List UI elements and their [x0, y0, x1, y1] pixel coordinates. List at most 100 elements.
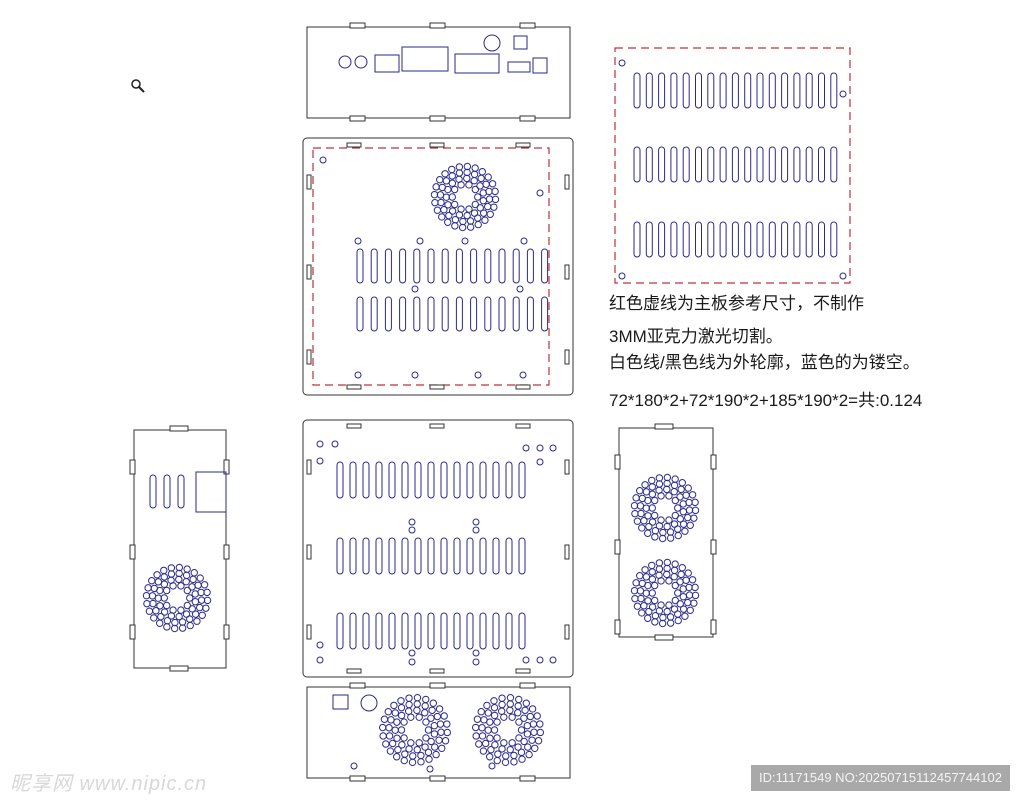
hole: [658, 534, 667, 543]
hole: [533, 712, 541, 720]
vent-slot: [781, 72, 789, 109]
hole: [685, 583, 693, 592]
hole: [679, 508, 688, 516]
vent-slot: [370, 248, 378, 284]
hole: [153, 571, 161, 579]
vent-slot: [744, 72, 752, 109]
hole: [490, 697, 498, 705]
vent-slot: [505, 537, 513, 575]
hole: [520, 714, 528, 722]
hole: [641, 481, 649, 489]
vent-slot: [356, 296, 364, 332]
hole: [197, 596, 206, 604]
hole: [435, 736, 443, 744]
hole: [178, 624, 187, 632]
hole: [470, 170, 479, 178]
hole: [350, 762, 358, 770]
vent-slot: [388, 537, 396, 575]
note-material: 3MM亚克力激光切割。: [609, 327, 783, 346]
hole: [633, 517, 642, 525]
hole: [648, 568, 656, 576]
hole: [471, 200, 480, 209]
hole: [490, 203, 498, 211]
hole: [485, 195, 494, 203]
vent-slot: [492, 612, 500, 650]
hole: [674, 504, 682, 512]
hole: [663, 485, 671, 494]
hole: [436, 176, 444, 184]
cutout-rect: [532, 57, 548, 74]
tab-notch: [429, 384, 445, 390]
hole: [665, 577, 673, 585]
hole: [484, 726, 492, 734]
vent-slot: [336, 612, 344, 650]
hole: [427, 737, 435, 746]
hole: [663, 522, 671, 531]
hole: [484, 202, 492, 211]
hole: [186, 594, 194, 602]
tab-notch: [515, 142, 531, 148]
hole: [354, 371, 362, 379]
hole: [484, 173, 492, 181]
vent-slot: [526, 296, 534, 332]
hole: [474, 371, 482, 379]
vent-slot: [645, 72, 653, 109]
hole: [196, 603, 204, 612]
hole: [409, 752, 417, 760]
hole: [506, 745, 514, 754]
hole: [676, 493, 684, 501]
hole: [465, 205, 473, 213]
hole: [486, 734, 494, 742]
hole: [407, 739, 415, 747]
hole: [685, 498, 693, 507]
hole: [491, 195, 500, 204]
hole: [666, 528, 675, 536]
hole: [650, 496, 659, 505]
hole: [525, 750, 533, 759]
hole: [536, 444, 544, 452]
hole: [401, 750, 409, 758]
tab-notch: [564, 349, 570, 365]
hole: [674, 589, 682, 597]
vent-slot: [149, 474, 157, 509]
hole: [189, 575, 197, 584]
hole: [182, 578, 190, 586]
vent-slot: [349, 612, 357, 650]
vent-slot: [163, 474, 171, 509]
tab-notch: [306, 349, 312, 365]
vent-slot: [336, 537, 344, 575]
hole: [670, 488, 678, 496]
hole: [148, 577, 156, 585]
hole: [463, 168, 471, 177]
hole: [480, 716, 488, 724]
hole: [839, 272, 847, 280]
hole: [642, 488, 651, 496]
tab-notch: [654, 634, 674, 641]
hole: [430, 190, 439, 199]
vent-slot: [744, 146, 752, 183]
hole: [455, 163, 464, 171]
cutout-rect: [454, 53, 500, 74]
vent-slot: [399, 296, 407, 332]
hole: [686, 521, 694, 529]
tab-notch: [710, 539, 717, 555]
hole: [549, 444, 557, 452]
hole: [518, 755, 526, 763]
tab-notch: [515, 423, 531, 429]
hole: [650, 581, 659, 590]
hole: [177, 606, 185, 614]
hole: [479, 209, 488, 217]
vent-slot: [388, 461, 396, 499]
hole: [191, 598, 200, 606]
hole: [422, 695, 430, 704]
vent-slot: [658, 146, 666, 183]
hole: [524, 743, 532, 751]
hole: [490, 726, 499, 734]
hole: [384, 708, 392, 716]
hole: [666, 619, 675, 627]
hole: [466, 217, 475, 225]
tab-notch: [614, 619, 621, 635]
hole: [651, 612, 660, 620]
hole: [331, 440, 339, 448]
